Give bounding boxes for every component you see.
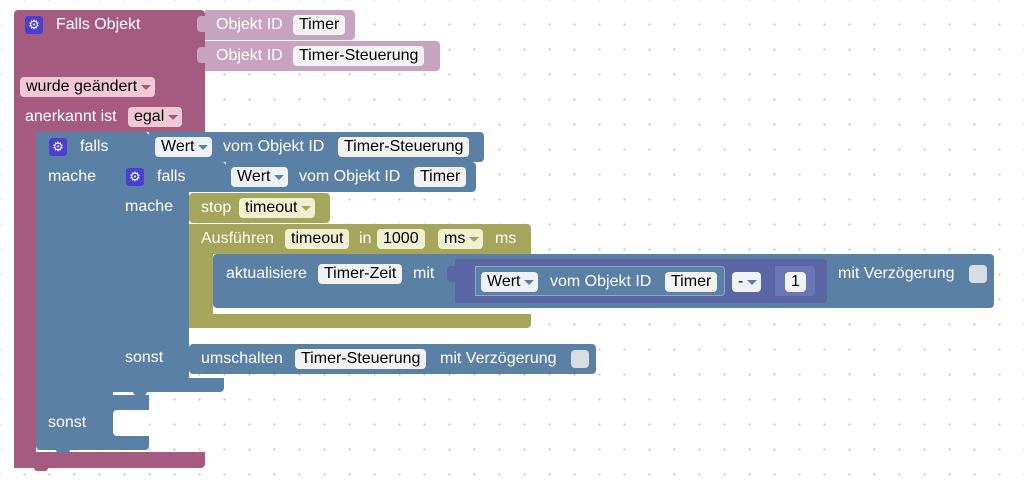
ack-value: egal: [134, 108, 165, 125]
object-id-field[interactable]: Timer: [414, 167, 467, 187]
property-dropdown[interactable]: Wert: [231, 167, 289, 187]
gear-icon[interactable]: ⚙: [126, 168, 144, 186]
inner-if-mache: mache: [125, 198, 174, 215]
inner-if-sonst: sonst: [125, 349, 164, 366]
of-object-label: vom Objekt ID: [223, 138, 325, 155]
delay-checkbox[interactable]: [969, 265, 987, 283]
socket-connector: [141, 139, 149, 155]
else-slot[interactable]: [113, 410, 149, 436]
timeout-left-bar: [189, 224, 213, 328]
chevron-down-icon: [141, 85, 152, 90]
operator-value: -: [738, 273, 744, 290]
trigger-footer: [14, 452, 205, 468]
timeout-name-field[interactable]: timeout: [285, 229, 350, 249]
socket-connector: [218, 169, 226, 185]
property-dropdown[interactable]: Wert: [481, 272, 539, 292]
trigger-bottom-tab: [34, 466, 48, 471]
chevron-down-icon: [469, 237, 480, 242]
toggle-delay-label: mit Verzögerung: [440, 350, 557, 367]
property-value: Wert: [161, 138, 195, 155]
chevron-down-icon: [301, 206, 312, 211]
timeout-footer: [189, 314, 531, 328]
timeout-in-label: in: [359, 230, 372, 247]
timeout-label: Ausführen: [201, 230, 274, 247]
timeout-value: timeout: [245, 199, 298, 216]
chevron-down-icon: [524, 280, 535, 285]
property-dropdown[interactable]: Wert: [155, 137, 213, 157]
property-value: Wert: [237, 168, 271, 185]
chevron-down-icon: [168, 115, 179, 120]
object-id-label: Objekt ID: [216, 47, 283, 64]
object-id-field[interactable]: Timer-Steuerung: [338, 137, 470, 157]
object-id-field[interactable]: Timer-Steuerung: [293, 46, 425, 66]
trigger-left-bar: [14, 132, 36, 468]
chevron-down-icon: [198, 145, 209, 150]
outer-if-bottom-tab: [56, 448, 70, 453]
inner-if-bottom-tab: [133, 390, 147, 395]
of-object-label: vom Objekt ID: [299, 168, 401, 185]
unit-dropdown[interactable]: ms: [438, 229, 484, 249]
ack-label: anerkannt ist: [25, 108, 117, 125]
unit-value: ms: [444, 230, 466, 247]
update-mit-label: mit: [413, 265, 435, 282]
gear-icon[interactable]: ⚙: [25, 16, 43, 34]
outer-if-sonst: sonst: [48, 414, 87, 431]
object-id-field[interactable]: Timer: [665, 272, 718, 292]
gear-icon[interactable]: ⚙: [49, 138, 67, 156]
socket-connector: [447, 266, 455, 282]
update-object-field[interactable]: Timer-Zeit: [318, 264, 403, 284]
inner-if-falls: falls: [157, 168, 186, 185]
timeout-delay-field[interactable]: 1000: [377, 229, 425, 249]
change-type-value: wurde geändert: [26, 78, 138, 95]
object-id-label: Objekt ID: [216, 16, 283, 33]
toggle-label: umschalten: [201, 350, 283, 367]
outer-if-footer: [36, 436, 149, 450]
update-delay-label: mit Verzögerung: [838, 265, 955, 282]
of-object-label: vom Objekt ID: [550, 273, 652, 290]
update-label: aktualisiere: [226, 265, 307, 282]
object-id-field[interactable]: Timer: [293, 15, 346, 35]
socket-connector: [197, 47, 205, 63]
number-field[interactable]: 1: [785, 272, 806, 292]
timeout-dropdown[interactable]: timeout: [239, 198, 316, 218]
chevron-down-icon: [747, 280, 758, 285]
inner-if-footer: [113, 378, 224, 392]
delay-checkbox[interactable]: [571, 350, 589, 368]
property-value: Wert: [487, 273, 521, 290]
stop-label: stop: [201, 199, 232, 216]
socket-connector: [197, 16, 205, 32]
chevron-down-icon: [274, 175, 285, 180]
trigger-title: Falls Objekt: [56, 16, 141, 33]
toggle-object-field[interactable]: Timer-Steuerung: [295, 349, 427, 369]
ack-dropdown[interactable]: egal: [128, 107, 183, 127]
outer-if-left-bar: [36, 132, 113, 438]
operator-dropdown[interactable]: -: [732, 272, 762, 292]
timeout-unit-label: ms: [495, 230, 517, 247]
outer-if-mache: mache: [48, 168, 97, 185]
change-type-dropdown[interactable]: wurde geändert: [20, 77, 156, 97]
inner-if-left-bar: [113, 162, 189, 392]
outer-if-falls: falls: [80, 138, 109, 155]
